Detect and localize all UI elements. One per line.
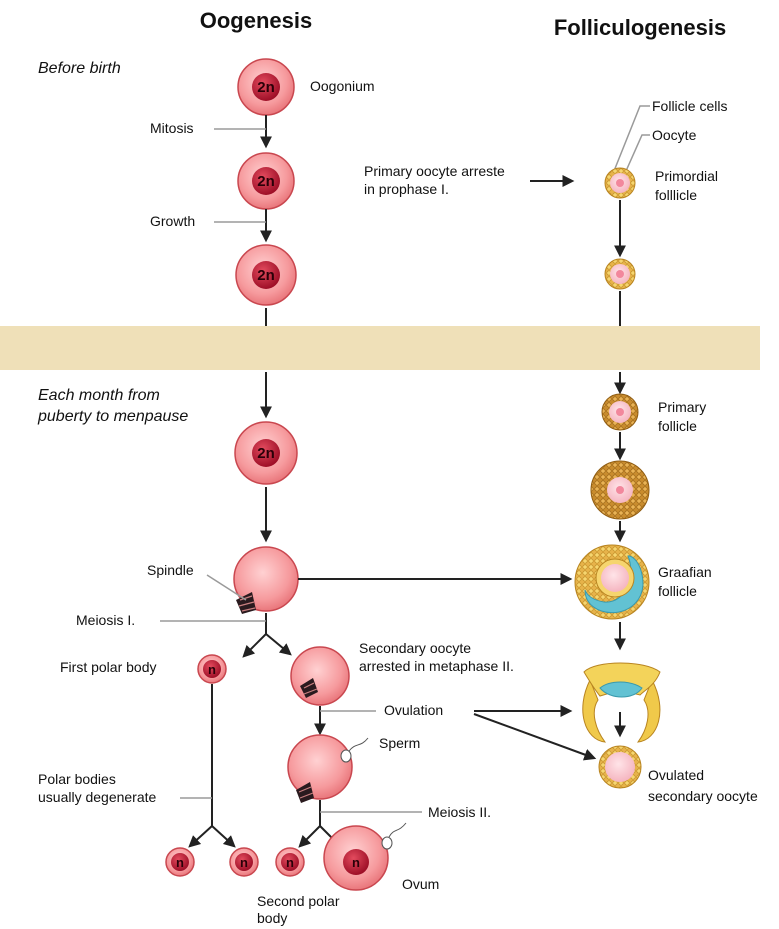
before-birth-label: Before birth xyxy=(38,60,121,77)
primary-oocyte-cell: 2n xyxy=(236,245,296,305)
polar-bodies-label-line2: usually degenerate xyxy=(38,789,157,805)
primary-oocyte-ploidy: 2n xyxy=(257,267,275,284)
primordial-follicle xyxy=(605,168,635,198)
first-polar-body-label: First polar body xyxy=(60,659,156,675)
polar-right-arrow xyxy=(212,826,234,846)
ovum-cell: n xyxy=(324,823,406,890)
meiosis1-right-arrow xyxy=(266,634,290,654)
graafian-follicle xyxy=(575,545,649,619)
ovulated-secondary-oocyte xyxy=(599,746,641,788)
second-polar-body-cell: n xyxy=(276,848,304,876)
degenerate-right-ploidy: n xyxy=(240,855,248,870)
ovulated-label-line2: secondary oocyte xyxy=(648,788,758,804)
sperm-label: Sperm xyxy=(379,735,420,751)
meiosis1-left-arrow xyxy=(244,634,266,656)
monthly-oocyte-ploidy: 2n xyxy=(257,445,275,462)
degenerate-polar-body-right: n xyxy=(230,848,258,876)
polar-left-arrow xyxy=(190,826,212,846)
primordial-label-line2: folllicle xyxy=(655,187,697,203)
monthly-label-line2: puberty to menpause xyxy=(37,408,188,425)
oocyte-label: Oocyte xyxy=(652,127,697,143)
secondary-oocyte-cell xyxy=(291,647,349,705)
time-gap-band xyxy=(0,326,760,370)
primary-follicle xyxy=(602,394,638,430)
secondary-oocyte-label-line1: Secondary oocyte xyxy=(359,640,471,656)
primary-follicle-label-line2: follicle xyxy=(658,418,697,434)
oogonium-label: Oogonium xyxy=(310,78,375,94)
ovulation-label: Ovulation xyxy=(384,702,443,718)
folliculogenesis-heading: Folliculogenesis xyxy=(554,15,726,40)
primordial-follicle-growing xyxy=(605,259,635,289)
meiosis1-label: Meiosis I. xyxy=(76,612,135,628)
primary-oocyte-arrest-label-line2: in prophase I. xyxy=(364,181,449,197)
primary-oocyte-arrest-label-line1: Primary oocyte arreste xyxy=(364,163,505,179)
degenerate-left-ploidy: n xyxy=(176,855,184,870)
oogenesis-heading: Oogenesis xyxy=(200,8,312,33)
second-polar-body-label-line1: Second polar xyxy=(257,893,340,909)
ovum-label: Ovum xyxy=(402,876,439,892)
follicle-cells-label: Follicle cells xyxy=(652,98,727,114)
oogonium-ploidy: 2n xyxy=(257,79,275,96)
second-polar-body-ploidy: n xyxy=(286,855,294,870)
first-polar-body-cell: n xyxy=(198,655,226,683)
polar-bodies-label-line1: Polar bodies xyxy=(38,771,116,787)
meiosis-one-cell xyxy=(234,547,298,614)
mitosis-label: Mitosis xyxy=(150,120,194,136)
second-polar-body-label-line2: body xyxy=(257,910,287,926)
primordial-label-line1: Primordial xyxy=(655,168,718,184)
secondary-oocyte-label-line2: arrested in metaphase II. xyxy=(359,658,514,674)
primary-follicle-label-line1: Primary xyxy=(658,399,706,415)
graafian-label-line2: follicle xyxy=(658,583,697,599)
degenerate-polar-body-left: n xyxy=(166,848,194,876)
ruptured-follicle xyxy=(583,663,660,742)
growth-label: Growth xyxy=(150,213,195,229)
spindle-label: Spindle xyxy=(147,562,194,578)
first-polar-body-ploidy: n xyxy=(208,662,216,677)
oogonium-cell: 2n xyxy=(238,59,294,115)
mitosis-cell-ploidy: 2n xyxy=(257,173,275,190)
meiosis2-left-arrow xyxy=(300,826,320,846)
follicle-cells-leader xyxy=(612,106,650,176)
meiosis2-label: Meiosis II. xyxy=(428,804,491,820)
secondary-follicle xyxy=(591,461,649,519)
ovulated-label-line1: Ovulated xyxy=(648,767,704,783)
monthly-primary-oocyte-cell: 2n xyxy=(235,422,297,484)
sperm-entry-cell xyxy=(288,735,368,803)
oogonium-after-mitosis-cell: 2n xyxy=(238,153,294,209)
monthly-label-line1: Each month from xyxy=(38,387,160,404)
graafian-label-line1: Graafian xyxy=(658,564,712,580)
ovum-ploidy: n xyxy=(352,855,360,870)
ovulation-to-oocyte-arrow xyxy=(474,714,594,758)
